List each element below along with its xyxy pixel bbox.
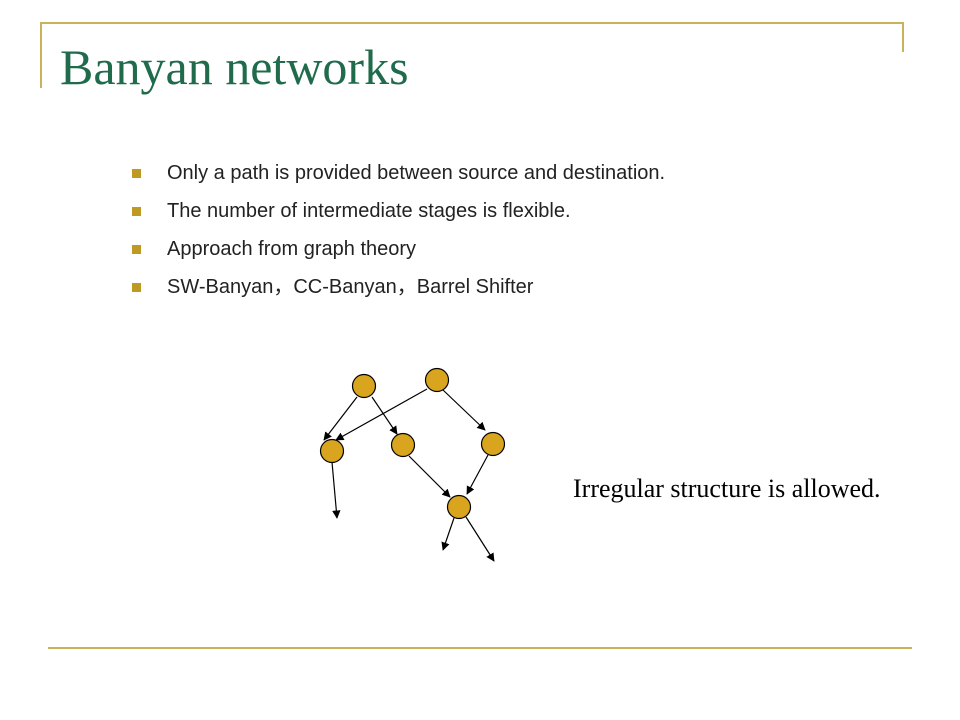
- bullet-item: Approach from graph theory: [132, 232, 665, 270]
- bullet-text: The number of intermediate stages is fle…: [167, 200, 571, 222]
- bullet-text: SW-Banyan，CC-Banyan，Barrel Shifter: [167, 276, 534, 298]
- graph-node-b: [424, 367, 450, 393]
- frame-top-line: [40, 22, 904, 24]
- square-bullet-icon: [132, 169, 141, 178]
- bullet-item: The number of intermediate stages is fle…: [132, 194, 665, 232]
- edge-d-to-f: [408, 455, 451, 498]
- edge-f-to-out-right: [465, 516, 495, 562]
- graph-node-a: [351, 373, 377, 399]
- square-bullet-icon: [132, 207, 141, 216]
- graph-nodes: [319, 367, 506, 520]
- square-bullet-icon: [132, 283, 141, 292]
- slide-title: Banyan networks: [60, 39, 409, 95]
- frame-bottom-line: [48, 647, 912, 649]
- edge-a-to-c: [323, 396, 358, 441]
- graph-node-f: [446, 494, 472, 520]
- graph-node-d: [390, 432, 416, 458]
- edge-b-to-c: [335, 388, 428, 441]
- edge-e-to-f: [466, 454, 489, 495]
- graph-node-e: [480, 431, 506, 457]
- frame-right-line: [902, 22, 904, 52]
- bullet-text: Approach from graph theory: [167, 238, 417, 260]
- edge-a-to-d: [371, 396, 398, 435]
- frame-left-line: [40, 22, 42, 88]
- edge-f-to-out-left: [441, 517, 455, 551]
- bullet-item: Only a path is provided between source a…: [132, 156, 665, 194]
- bullet-list: Only a path is provided between source a…: [132, 156, 665, 308]
- bullet-text: Only a path is provided between source a…: [167, 162, 666, 184]
- square-bullet-icon: [132, 245, 141, 254]
- graph-edges: [323, 388, 495, 562]
- diagram-caption: Irregular structure is allowed.: [573, 474, 881, 503]
- graph-node-c: [319, 438, 345, 464]
- edge-c-to-out: [331, 461, 341, 519]
- bullet-item: SW-Banyan，CC-Banyan，Barrel Shifter: [132, 270, 665, 308]
- edge-b-to-e: [442, 389, 486, 431]
